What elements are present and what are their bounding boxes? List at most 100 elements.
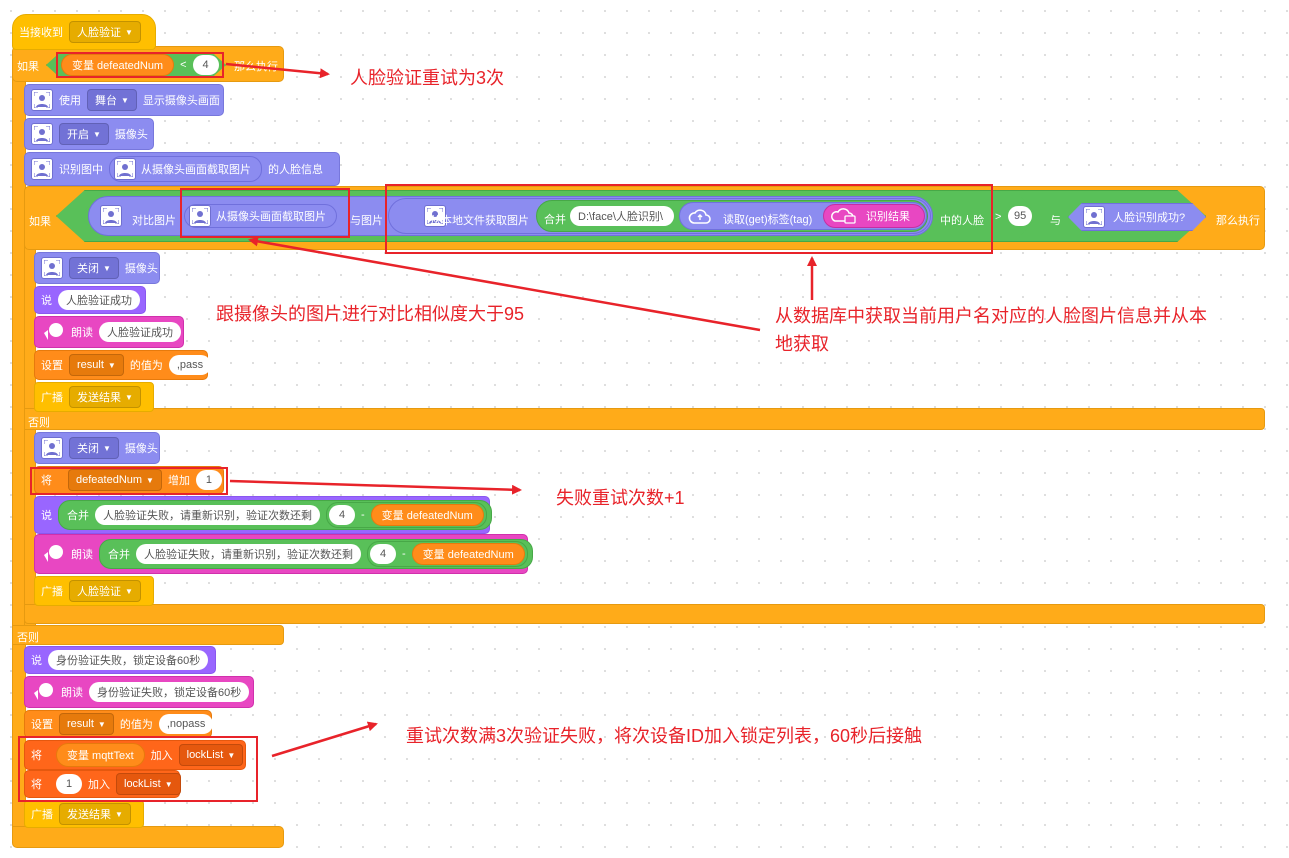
say-block[interactable]: 说 人脸验证成功 (34, 286, 146, 314)
get-tag-label: 读取(get)标签(tag) (723, 214, 813, 226)
variable-dropdown[interactable]: defeatedNum▼ (68, 469, 162, 491)
camera-state-dropdown[interactable]: 关闭▼ (69, 257, 119, 279)
annotation-compare95: 跟摄像头的图片进行对比相似度大于95 (216, 304, 525, 324)
change-var-block[interactable]: 将 defeatedNum▼ 增加 1 (34, 466, 224, 494)
broadcast-label: 广播 (31, 809, 53, 821)
say-label: 说 (41, 510, 52, 522)
speak-block[interactable]: 朗读 合并 人脸验证失败，请重新识别，验证次数还剩 4 - 变量 defeate… (34, 534, 533, 574)
var-mqtttext-reporter[interactable]: 变量 mqttText (56, 743, 145, 767)
broadcast-block[interactable]: 广播 发送结果▼ (24, 800, 144, 828)
chevron-down-icon: ▼ (93, 129, 101, 139)
broadcast-block[interactable]: 广播 发送结果▼ (34, 382, 154, 412)
say-label: 说 (31, 655, 42, 667)
camera-label: 摄像头 (124, 263, 158, 275)
add-label: 将 (31, 779, 42, 791)
recognize-face-block[interactable]: 识别图中 从摄像头画面截取图片 的人脸信息 (24, 152, 340, 186)
threshold-input[interactable]: 95 (1008, 206, 1033, 226)
annotation-plus1: 失败重试次数+1 (556, 488, 685, 508)
highlight-capture-image (180, 188, 350, 238)
result-value-input[interactable]: ,pass (168, 355, 212, 375)
inner-if-label: 如果 (29, 216, 51, 228)
speak-text-input[interactable]: 身份验证失败，锁定设备60秒 (89, 682, 250, 702)
cloud-icon (688, 209, 711, 224)
variable-dropdown[interactable]: result▼ (59, 713, 114, 735)
chevron-down-icon: ▼ (125, 27, 133, 37)
recognize-suffix: 的人脸信息 (268, 164, 323, 176)
set-result-block[interactable]: 设置 result▼ 的值为 ,pass (34, 350, 212, 380)
face-success-boolean[interactable]: 人脸识别成功? (1068, 203, 1206, 231)
message-dropdown[interactable]: 人脸验证▼ (69, 580, 141, 602)
speak-block[interactable]: 朗读 人脸验证成功 (34, 316, 184, 348)
say-text-input[interactable]: 身份验证失败，锁定设备60秒 (48, 650, 209, 670)
speak-text-input[interactable]: 人脸验证成功 (99, 322, 181, 342)
say-text-input[interactable]: 人脸验证成功 (58, 290, 140, 310)
var-defeatednum-reporter[interactable]: 变量 defeatedNum (411, 543, 525, 565)
speaker-icon (44, 545, 63, 562)
close-camera-block[interactable]: 关闭▼ 摄像头 (34, 432, 160, 464)
camera-state-dropdown[interactable]: 关闭▼ (69, 437, 119, 459)
broadcast-block[interactable]: 广播 人脸验证▼ (34, 576, 154, 606)
message-dropdown[interactable]: 发送结果▼ (69, 386, 141, 408)
annotation-fromdb-line1: 从数据库中获取当前用户名对应的人脸图片信息并从本 (775, 306, 1207, 326)
increment-input[interactable]: 1 (195, 470, 222, 490)
speak-label: 朗读 (71, 327, 93, 339)
outer-limit-value[interactable]: 4 (192, 55, 219, 75)
close-camera-block[interactable]: 关闭▼ 摄像头 (34, 252, 160, 284)
result-tag-reporter[interactable]: 识别结果 (823, 204, 925, 228)
stage-dropdown[interactable]: 舞台▼ (87, 89, 137, 111)
value-of-label: 的值为 (119, 719, 153, 731)
join-reporter[interactable]: 合并 人脸验证失败，请重新识别，验证次数还剩 4 - 变量 defeatedNu… (58, 500, 492, 530)
capture-image-reporter[interactable]: 从摄像头画面截取图片 (109, 156, 262, 182)
capture-image-reporter[interactable]: 从摄像头画面截取图片 (184, 204, 337, 228)
add-label: 将 (31, 750, 42, 762)
when-receive-hat[interactable]: 当接收到 人脸验证▼ (12, 14, 156, 50)
list-dropdown[interactable]: lockList▼ (116, 773, 181, 795)
message-text-input[interactable]: 人脸验证失败，请重新识别，验证次数还剩 (136, 544, 361, 564)
when-receive-label: 当接收到 (19, 27, 63, 39)
highlight-lock-list (18, 736, 258, 802)
message-dropdown[interactable]: 发送结果▼ (59, 803, 131, 825)
message-text-input[interactable]: 人脸验证失败，请重新识别，验证次数还剩 (95, 505, 320, 525)
chevron-down-icon: ▼ (103, 263, 111, 273)
show-camera-block[interactable]: 使用 舞台▼ 显示摄像头画面 (24, 84, 224, 116)
say-block[interactable]: 说 身份验证失败，锁定设备60秒 (24, 646, 216, 674)
message-cloud-icon (831, 208, 856, 224)
face-recognition-icon (41, 437, 63, 459)
increase-label: 增加 (167, 475, 190, 487)
add-to-list-block[interactable]: 将 1 加入 lockList▼ (24, 770, 181, 798)
max-tries-input[interactable]: 4 (329, 505, 355, 525)
camera-label: 摄像头 (114, 129, 148, 141)
open-camera-block[interactable]: 开启▼ 摄像头 (24, 118, 154, 150)
outer-condition[interactable]: 变量 defeatedNum < 4 (46, 52, 226, 78)
join-label: 合并 (544, 214, 566, 226)
with-image-label: 与图片 (350, 215, 383, 227)
add-to-list-block[interactable]: 将 变量 mqttText 加入 lockList▼ (24, 740, 246, 770)
chevron-down-icon: ▼ (103, 443, 111, 453)
inner-else-bar (24, 408, 1265, 430)
face-recognition-icon (424, 205, 447, 227)
less-than-op: < (180, 59, 187, 71)
var-defeatednum-reporter[interactable]: 变量 defeatedNum (61, 54, 175, 76)
speak-label: 朗读 (61, 687, 83, 699)
say-block[interactable]: 说 合并 人脸验证失败，请重新识别，验证次数还剩 4 - 变量 defeated… (34, 496, 492, 534)
subtract-reporter[interactable]: 4 - 变量 defeatedNum (326, 502, 487, 528)
variable-dropdown[interactable]: result▼ (69, 354, 124, 376)
inner-then-label: 那么执行 (1216, 215, 1260, 227)
path-input[interactable]: D:\face\人脸识别\ (570, 206, 674, 226)
list-item-input[interactable]: 1 (56, 774, 82, 794)
message-dropdown[interactable]: 人脸验证▼ (69, 21, 141, 43)
max-tries-input[interactable]: 4 (370, 544, 396, 564)
var-defeatednum-reporter[interactable]: 变量 defeatedNum (370, 504, 484, 526)
subtract-reporter[interactable]: 4 - 变量 defeatedNum (367, 541, 528, 567)
greater-than-op: > (995, 211, 1002, 223)
list-dropdown[interactable]: lockList▼ (178, 744, 244, 766)
face-recognition-icon (189, 205, 211, 227)
camera-state-dropdown[interactable]: 开启▼ (59, 123, 109, 145)
broadcast-label: 广播 (41, 586, 63, 598)
set-result-block[interactable]: 设置 result▼ 的值为 ,nopass (24, 710, 214, 738)
speak-block[interactable]: 朗读 身份验证失败，锁定设备60秒 (24, 676, 254, 708)
and-label: 与 (1050, 215, 1061, 227)
result-value-input[interactable]: ,nopass (158, 714, 214, 734)
join-reporter[interactable]: 合并 人脸验证失败，请重新识别，验证次数还剩 4 - 变量 defeatedNu… (99, 539, 533, 569)
broadcast-label: 广播 (41, 392, 63, 404)
